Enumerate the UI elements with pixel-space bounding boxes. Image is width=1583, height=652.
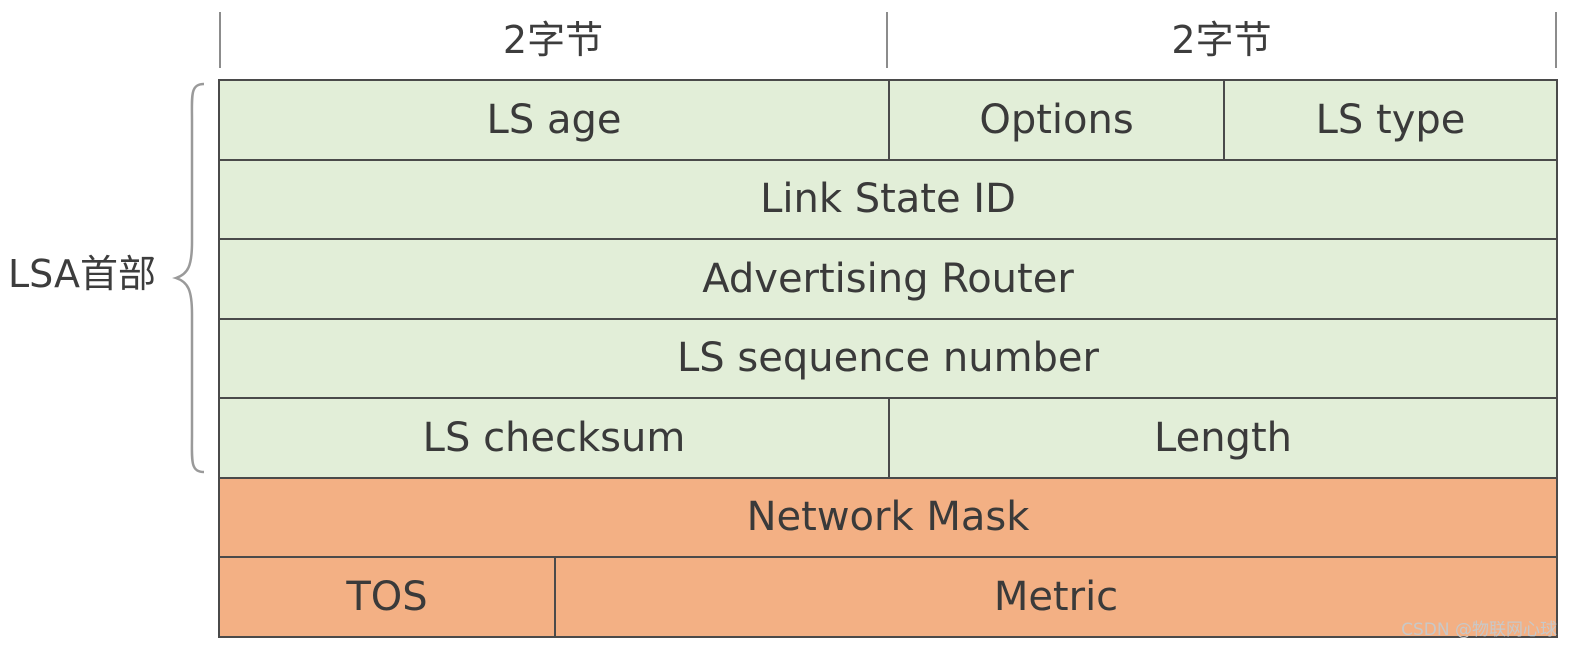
field-ls-age: LS age bbox=[486, 96, 622, 143]
field-advertising-router: Advertising Router bbox=[702, 255, 1074, 302]
row-network-mask: Network Mask bbox=[220, 478, 1556, 558]
byte-label-right: 2字节 bbox=[1171, 18, 1272, 62]
row-tos-metric: TOS Metric bbox=[220, 558, 1556, 638]
field-link-state-id: Link State ID bbox=[760, 176, 1016, 223]
row-link-state-id: Link State ID bbox=[220, 160, 1556, 240]
middle-tick bbox=[886, 12, 888, 68]
row-age-options-type: LS age Options LS type bbox=[220, 81, 1556, 161]
lsa-packet-grid: LS age Options LS type Link State ID Adv… bbox=[218, 79, 1558, 638]
field-ls-sequence-number: LS sequence number bbox=[677, 335, 1099, 382]
field-ls-type: LS type bbox=[1223, 81, 1556, 159]
field-tos: TOS bbox=[346, 573, 428, 620]
row-advertising-router: Advertising Router bbox=[220, 240, 1556, 320]
row-checksum-length: LS checksum Length bbox=[220, 399, 1556, 479]
watermark: CSDN @物联网心球 bbox=[1401, 620, 1557, 640]
field-metric: Metric bbox=[554, 558, 1556, 636]
field-ls-checksum: LS checksum bbox=[422, 414, 686, 461]
field-length: Length bbox=[888, 399, 1556, 477]
field-options: Options bbox=[888, 81, 1223, 159]
right-tick bbox=[1555, 12, 1557, 68]
left-tick bbox=[219, 12, 221, 68]
field-network-mask: Network Mask bbox=[746, 494, 1030, 541]
byte-label-left: 2字节 bbox=[502, 18, 604, 62]
row-sequence-number: LS sequence number bbox=[220, 319, 1556, 399]
lsa-header-label: LSA首部 bbox=[8, 252, 156, 296]
header-brace-icon bbox=[172, 82, 205, 474]
